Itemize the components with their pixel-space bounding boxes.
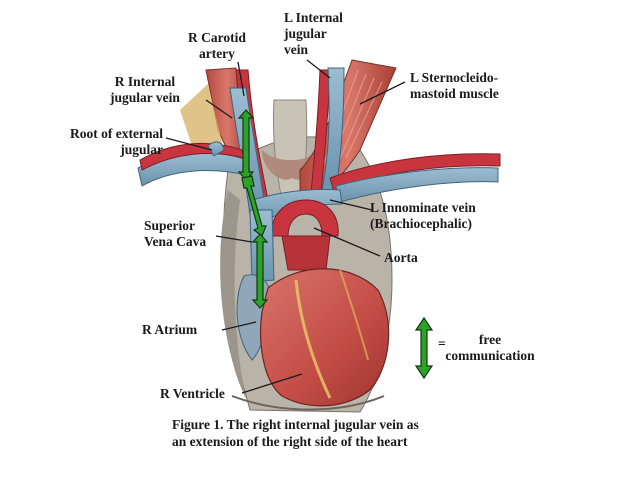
coronary-vessel-2 [339, 269, 369, 361]
aorta-base [281, 235, 331, 271]
legend-arrow [414, 316, 434, 380]
legend-equals: = [438, 336, 446, 351]
figure-caption: Figure 1. The right internal jugular vei… [172, 417, 419, 449]
coronary-vessel [294, 279, 332, 399]
label-r-ventricle: R Ventricle [160, 386, 225, 401]
r-neck-tissue [180, 84, 224, 158]
label-aorta: Aorta [384, 250, 418, 265]
leader-lines [165, 59, 406, 394]
l-subclavian-vein [335, 167, 499, 203]
heart-ventricles [260, 268, 390, 407]
free-communication-arrows [237, 109, 434, 380]
label-r-atrium: R Atrium [142, 322, 198, 337]
diaphragm [231, 395, 385, 411]
label-l-innominate-vein: L Innominate vein(Brachiocephalic) [370, 200, 476, 231]
root-external-jugular [207, 141, 225, 157]
label-l-sternocleidomastoid-muscle: L Sternocleido-mastoid muscle [410, 70, 499, 101]
pericardium-left [220, 190, 246, 400]
